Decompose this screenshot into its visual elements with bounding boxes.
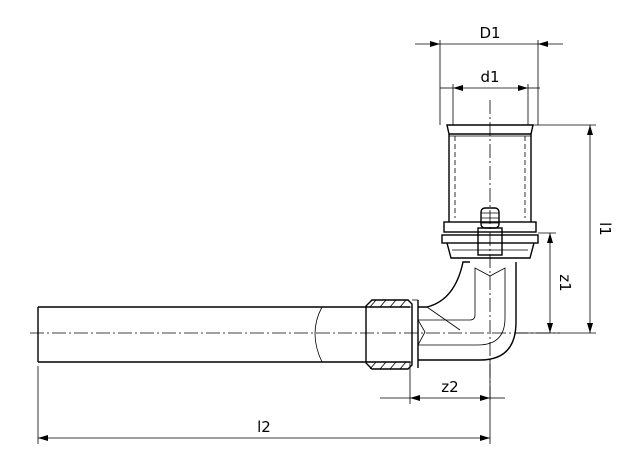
label-l2: l2 [257, 418, 271, 436]
dimension-z1: z1 [538, 232, 574, 333]
label-D1: D1 [479, 24, 500, 42]
elbow-body [417, 261, 517, 361]
dimension-D1: D1 [415, 24, 563, 125]
press-sleeve-horizontal [365, 299, 419, 370]
dimension-l2: l2 [37, 366, 490, 444]
dimension-z2: z2 [380, 360, 505, 444]
fitting-base [441, 207, 539, 259]
press-sleeve-vertical [446, 124, 534, 222]
label-z1: z1 [556, 274, 574, 291]
label-l1: l1 [596, 222, 614, 236]
dimension-l1: l1 [516, 124, 614, 334]
dimension-d1: d1 [440, 68, 540, 125]
label-z2: z2 [441, 378, 458, 396]
horizontal-pipe [37, 306, 410, 363]
label-d1: d1 [480, 68, 499, 86]
